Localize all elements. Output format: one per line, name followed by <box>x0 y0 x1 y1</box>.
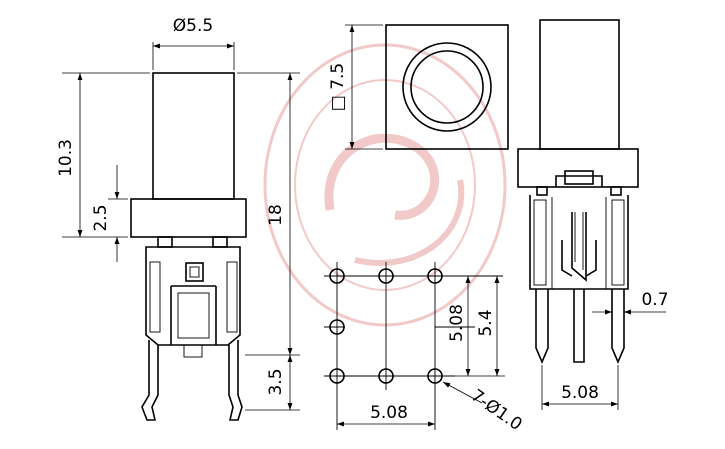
hole <box>329 368 345 384</box>
side-pin-right <box>611 289 625 365</box>
cap-collar <box>130 198 247 238</box>
terminal-base <box>183 344 203 358</box>
side-cap-collar <box>517 148 639 188</box>
body-rib-left <box>149 261 161 333</box>
side-plunger-step <box>555 175 603 187</box>
watermark-logo <box>263 43 507 327</box>
dim-cap-height: 2.5 <box>91 204 111 231</box>
plunger-slot <box>170 285 217 345</box>
plunger-inner <box>177 292 210 339</box>
side-cap-column <box>539 19 620 150</box>
top-view: □ 7.5 <box>328 24 509 150</box>
dim-cap-diameter: Ø5.5 <box>173 16 213 36</box>
square-housing <box>385 24 509 150</box>
button-outer-ring <box>402 42 492 132</box>
button-inner-ring <box>410 50 484 124</box>
dim-square-size: □ 7.5 <box>328 63 348 112</box>
side-body <box>529 195 629 290</box>
side-stem-right <box>610 186 622 196</box>
switch-body <box>145 246 241 346</box>
side-contact <box>571 212 587 282</box>
side-rib-left <box>533 199 547 286</box>
side-spring <box>561 240 597 277</box>
dim-holes: 7-Ø1.0 <box>467 386 525 435</box>
pin-left <box>141 340 159 421</box>
stem-right <box>212 236 228 248</box>
front-view: Ø5.5 10.3 2.5 18 3.5 <box>56 16 300 421</box>
body-rib-right <box>226 261 238 333</box>
side-contact-detail <box>574 212 584 270</box>
dim-pin-width: 0.7 <box>641 290 668 310</box>
side-stem-left <box>536 186 548 196</box>
dim-side-pitch: 5.08 <box>561 383 599 403</box>
pin-right <box>228 340 243 421</box>
stem-left <box>157 236 173 248</box>
dim-pin-length: 3.5 <box>266 368 286 395</box>
plunger-window <box>189 266 200 278</box>
dim-pitch-v1: 5.08 <box>447 304 467 342</box>
side-pin-left <box>535 289 549 365</box>
hole <box>427 268 443 284</box>
cap-column <box>152 72 235 200</box>
hole <box>378 268 394 284</box>
dim-total-height: 18 <box>266 204 286 226</box>
side-plunger-window <box>564 170 594 185</box>
dim-pitch-h: 5.08 <box>370 403 408 423</box>
side-rib-right <box>611 199 625 286</box>
dim-pitch-v2: 5.4 <box>476 309 496 336</box>
hole <box>329 319 345 335</box>
plunger-top <box>185 262 204 282</box>
side-view: 5.08 0.7 <box>517 19 669 410</box>
side-pin-center <box>573 289 585 363</box>
hole <box>329 268 345 284</box>
dim-height-10-3: 10.3 <box>56 139 76 177</box>
hole <box>378 368 394 384</box>
pcb-layout: 5.08 5.08 5.4 7-Ø1.0 <box>324 262 526 435</box>
